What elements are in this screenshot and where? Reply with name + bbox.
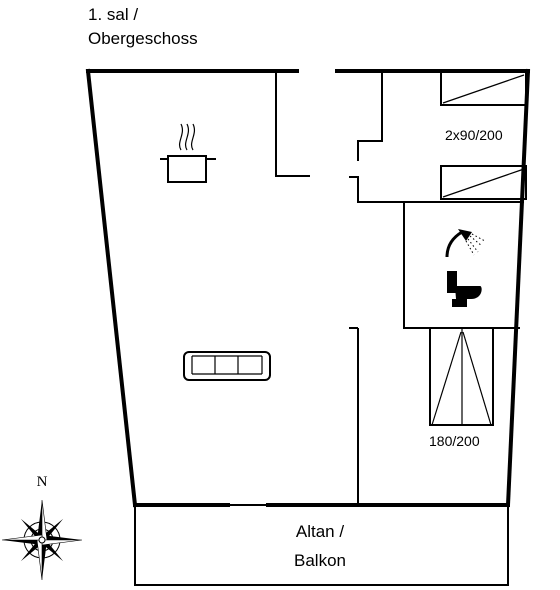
balcony: [134, 504, 509, 586]
compass-rose-icon: [1, 499, 83, 581]
compass-north-label: N: [37, 474, 48, 490]
single-bed-icon: [440, 165, 527, 200]
balcony-label-line1: Altan /: [296, 522, 344, 541]
balcony-label-line2: Balkon: [294, 551, 346, 570]
single-bed-icon: [440, 71, 527, 106]
bed-double-label: 180/200: [429, 433, 480, 449]
toilet-icon: [447, 271, 482, 307]
floor-label-line1: 1. sal /: [88, 5, 138, 24]
beds-top-label: 2x90/200: [445, 127, 503, 143]
double-bed-icon: [429, 327, 494, 426]
floor-label-line2: Obergeschoss: [88, 29, 198, 48]
shower-icon: [445, 229, 486, 258]
sofa-icon: [183, 351, 271, 381]
kitchen-pot-icon: [160, 123, 216, 183]
